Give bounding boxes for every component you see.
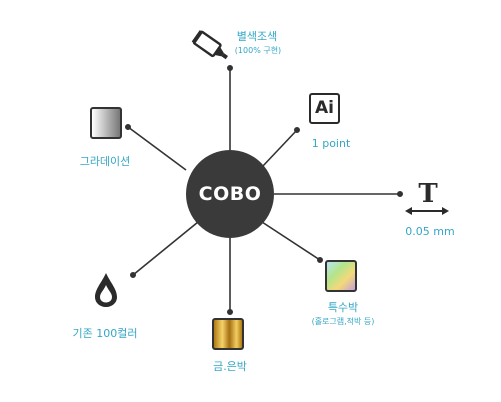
ink-drop-icon [95,273,117,307]
color-separation-label: 별색조색 [236,30,278,43]
connector-dot [316,256,323,263]
paint-tube-icon [191,30,229,60]
gold-foil-swatch-icon [212,318,244,350]
hub-label: COBO [198,183,262,205]
text-size-icon: T [405,180,449,215]
hub-circle: COBO [186,150,274,238]
connector-vector [261,129,298,168]
illustrator-ai-icon: Ai [309,93,340,124]
connector-specialty-foil [261,221,321,261]
color-separation-sublabel: (100% 구현) [234,46,282,55]
existing-colors-label: 기존 100컬러 [72,327,138,340]
vector-label: 1 point [311,137,351,150]
connector-dot [125,124,132,131]
connector-dot [130,271,137,278]
connector-dot [227,308,234,315]
connector-dot [396,191,403,198]
gradation-label: 그라데이션 [79,155,131,168]
connector-dot [293,127,300,134]
connector-dot [227,65,234,72]
connector-existing-colors [132,221,199,276]
text-label: 0.05 mm [405,225,455,238]
specialty-foil-sublabel: (홀로그램,적박 등) [311,317,375,326]
svg-text:T: T [418,180,438,209]
gold-silver-foil-label: 금.은박 [213,360,247,373]
connector-gradation [127,126,187,171]
gradient-swatch-icon [90,107,122,139]
specialty-foil-label: 특수박 [327,301,359,314]
holographic-swatch-icon [325,260,357,292]
